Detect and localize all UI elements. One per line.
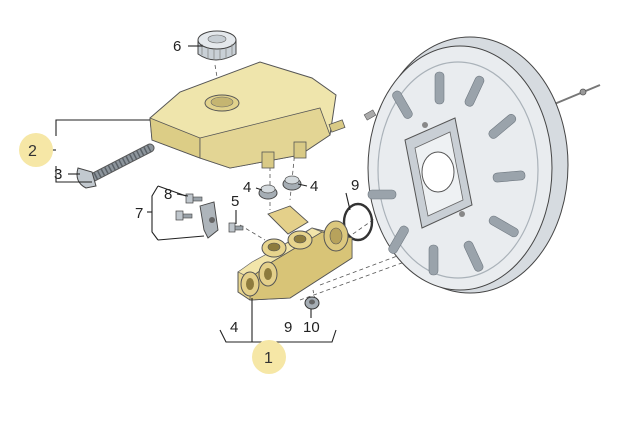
reservoir-grommets (258, 175, 302, 200)
screw-8 (185, 193, 203, 204)
callout-labels: 1 2 3 4 4 4 5 6 7 8 9 9 10 (28, 38, 359, 367)
callout-4-left-grommet: 4 (243, 179, 251, 196)
leader-lines (46, 45, 351, 352)
brake-master-cylinder (237, 205, 353, 301)
callout-4-right-grommet: 4 (310, 178, 318, 195)
screw-5 (228, 222, 244, 233)
brake-fluid-reservoir (149, 61, 346, 169)
callout-10: 10 (303, 319, 320, 336)
bleeder-nut (304, 296, 320, 310)
screw-7 (175, 210, 193, 221)
callout-9-bottom: 9 (284, 319, 292, 336)
callout-8: 8 (164, 186, 172, 203)
callout-5: 5 (231, 193, 239, 210)
callout-3: 3 (54, 166, 62, 183)
highlight-circle-2 (19, 133, 53, 167)
brake-booster (363, 36, 601, 294)
o-ring-seal (342, 202, 374, 242)
pressure-sensor-assembly (175, 193, 244, 239)
callout-1: 1 (264, 350, 273, 367)
reservoir-cap (197, 30, 237, 61)
callout-7: 7 (135, 205, 143, 222)
callout-6: 6 (173, 38, 181, 55)
callout-4-bottom: 4 (230, 319, 238, 336)
highlight-circle-1 (252, 340, 286, 374)
callout-9-o-ring: 9 (351, 177, 359, 194)
reservoir-hose (76, 143, 155, 189)
callout-2: 2 (28, 143, 37, 160)
